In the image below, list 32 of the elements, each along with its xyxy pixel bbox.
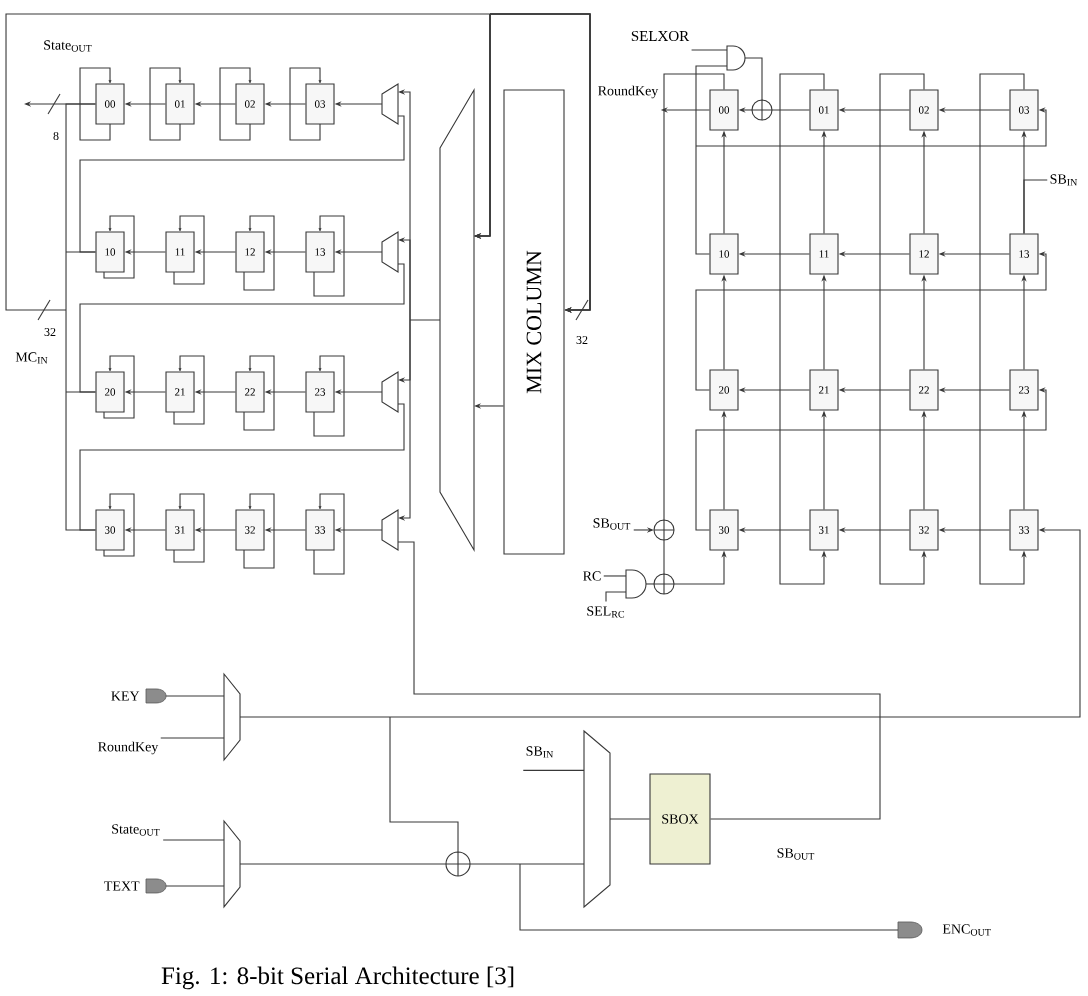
wire — [162, 839, 225, 841]
multiplexer — [381, 83, 399, 125]
wire — [771, 109, 810, 111]
wire — [609, 818, 650, 820]
xor-symbol — [751, 99, 773, 121]
wire — [691, 49, 728, 51]
xor-symbol — [653, 519, 675, 541]
wire — [522, 769, 585, 771]
wire — [663, 73, 725, 521]
mix-column-box: MIX COLUMN — [503, 89, 565, 555]
wire — [239, 863, 447, 865]
and-gate — [625, 569, 647, 599]
wire — [603, 575, 627, 577]
wire — [469, 863, 899, 931]
multiplexer — [381, 371, 399, 413]
wire — [160, 737, 225, 739]
wire — [397, 541, 881, 820]
wire — [165, 885, 225, 887]
caption: Fig. 1: 8-bit Serial Architecture [3] — [161, 966, 514, 990]
bus-wire — [5, 13, 591, 531]
wire — [165, 695, 225, 697]
wire — [695, 65, 1047, 255]
wire — [645, 583, 655, 585]
and-gate — [726, 45, 746, 71]
wire — [744, 57, 763, 101]
multiplexer — [439, 87, 475, 552]
wire — [663, 539, 665, 575]
multiplexer — [381, 508, 399, 551]
multiplexer — [381, 231, 399, 273]
xor-symbol — [445, 851, 471, 877]
wire — [605, 591, 627, 603]
xor-symbol — [653, 573, 675, 595]
